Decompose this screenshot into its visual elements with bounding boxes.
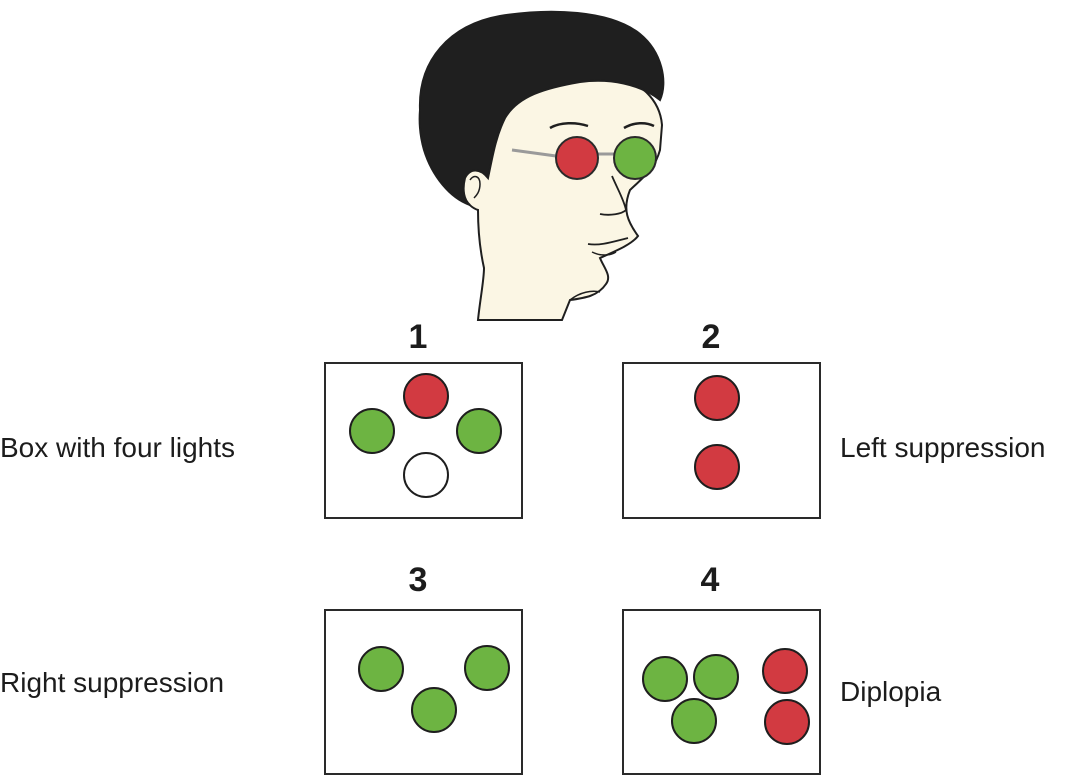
lower-lip [591, 251, 617, 256]
nose [599, 175, 627, 216]
green-lens [613, 136, 657, 180]
panel-3-box [324, 609, 523, 775]
light-green [642, 656, 688, 702]
light-red [762, 648, 808, 694]
head-with-red-green-glasses [418, 10, 665, 321]
label-left-suppression: Left suppression [840, 432, 1046, 463]
panel-1-number: 1 [408, 318, 428, 356]
light-green [464, 645, 510, 691]
light-red [694, 375, 740, 421]
light-green [456, 408, 502, 454]
panel-3-number: 3 [408, 561, 428, 599]
panel-4-number: 4 [700, 561, 720, 599]
panel-1-box [324, 362, 523, 519]
light-red [403, 373, 449, 419]
light-green [693, 654, 739, 700]
light-green [358, 646, 404, 692]
light-green [349, 408, 395, 454]
light-white [403, 452, 449, 498]
jawline [569, 290, 601, 301]
panel-2-number: 2 [701, 318, 721, 356]
label-diplopia: Diplopia [840, 676, 942, 707]
face-outline [460, 72, 664, 321]
hair [418, 10, 665, 206]
red-lens [555, 136, 599, 180]
light-green [671, 698, 717, 744]
light-green [411, 687, 457, 733]
ear-detail [469, 175, 481, 199]
mouth [587, 237, 629, 246]
panel-2-box [622, 362, 821, 519]
glasses-temple [511, 148, 557, 158]
light-red [694, 444, 740, 490]
eyebrow-right [549, 122, 589, 130]
panel-4-box [622, 609, 821, 775]
light-red [764, 699, 810, 745]
label-right-suppression: Right suppression [0, 667, 225, 698]
label-box-with-four-lights: Box with four lights [0, 432, 235, 463]
eyebrow-left [623, 122, 655, 130]
